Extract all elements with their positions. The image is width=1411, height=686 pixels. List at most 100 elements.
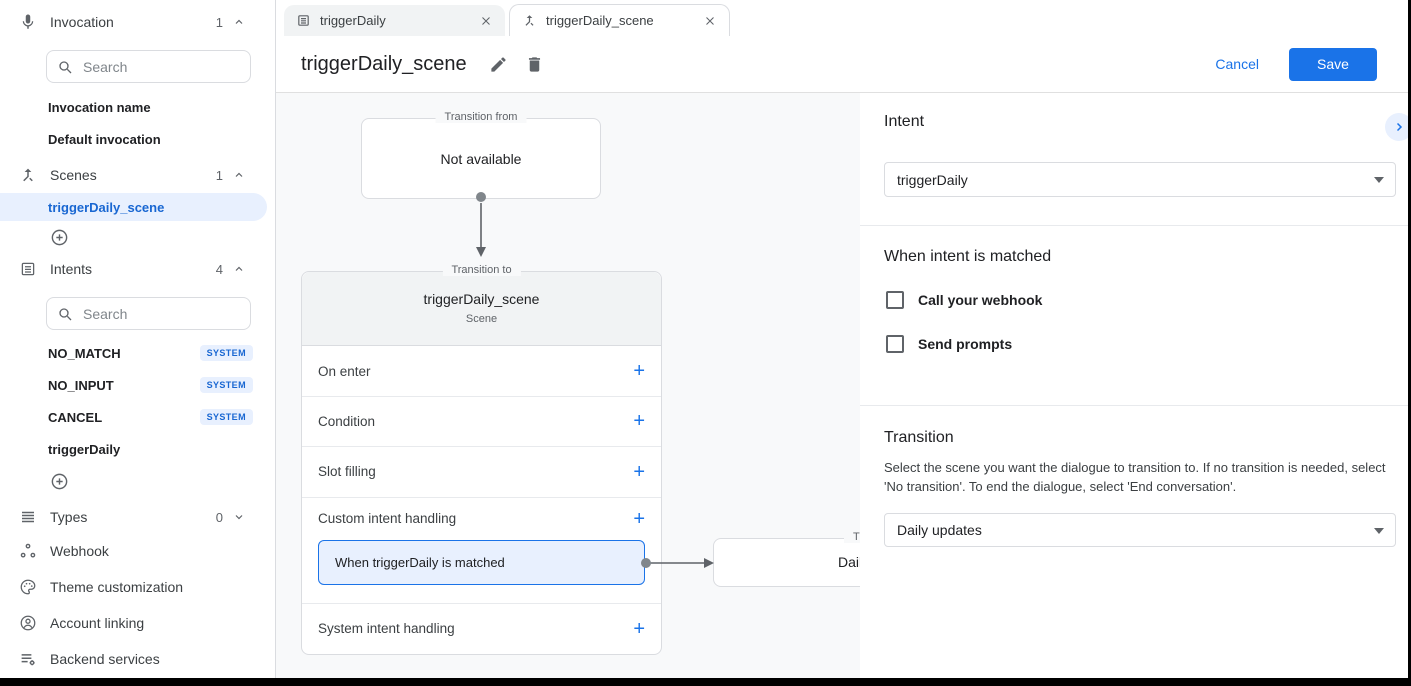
cancel-button[interactable]: Cancel (1215, 56, 1259, 72)
matched-heading: When intent is matched (884, 248, 1052, 265)
sidebar-item-cancel[interactable]: CANCEL SYSTEM (0, 401, 275, 433)
main-area: triggerDaily triggerDaily_scene triggerD… (276, 0, 1411, 678)
chevron-up-icon (235, 19, 243, 24)
transition-select[interactable]: Daily updates (884, 513, 1396, 547)
item-label: NO_MATCH (48, 345, 121, 361)
sidebar-section-types[interactable]: Types 0 (0, 505, 275, 529)
system-badge: SYSTEM (199, 345, 253, 361)
close-icon[interactable] (479, 14, 493, 28)
search-icon (59, 307, 72, 320)
add-intent-button[interactable] (0, 465, 275, 497)
transition-target-box-clipped[interactable]: Tr Dail (713, 531, 860, 587)
intent-detail-panel: Intent triggerDaily When intent is match… (860, 93, 1411, 678)
sidebar-section-intents[interactable]: Intents 4 (0, 257, 275, 281)
window-edge-right (1408, 0, 1411, 686)
tab-label: triggerDaily (320, 13, 386, 28)
scene-box-header: triggerDaily_scene Scene (302, 272, 661, 347)
collapse-panel-button[interactable] (1385, 113, 1411, 141)
system-badge: SYSTEM (199, 377, 253, 393)
section-count: 0 (215, 509, 223, 525)
connector-dot (476, 192, 486, 202)
scene-canvas: Transition from Not available Transition… (276, 93, 860, 678)
add-scene-button[interactable] (0, 221, 275, 253)
scene-row-on-enter[interactable]: On enter + (302, 346, 661, 397)
sidebar-item-default-invocation[interactable]: Default invocation (0, 123, 275, 155)
divider (860, 405, 1411, 406)
add-condition-button[interactable]: + (633, 410, 645, 433)
sidebar-item-triggerdaily-scene[interactable]: triggerDaily_scene (0, 193, 267, 221)
send-prompts-checkbox-row[interactable]: Send prompts (886, 335, 1012, 353)
chevron-up-icon (235, 172, 243, 177)
sidebar-item-theme-customization[interactable]: Theme customization (0, 569, 275, 605)
tab-triggerdaily[interactable]: triggerDaily (284, 5, 505, 36)
sidebar-item-account-linking[interactable]: Account linking (0, 605, 275, 641)
section-count: 1 (215, 14, 223, 30)
types-lines-icon (18, 507, 38, 527)
intents-list-icon (298, 15, 309, 26)
search-icon (59, 60, 72, 73)
checkbox-label: Send prompts (918, 336, 1013, 352)
close-icon[interactable] (703, 14, 717, 28)
scene-box-subtitle: Scene (465, 313, 498, 325)
sidebar-section-invocation[interactable]: Invocation 1 (0, 10, 275, 34)
tab-bar: triggerDaily triggerDaily_scene (276, 0, 1411, 36)
checkbox-unchecked[interactable] (886, 291, 904, 309)
checkbox-label: Call your webhook (918, 292, 1043, 308)
sidebar-item-backend-services[interactable]: Backend services (0, 641, 275, 677)
transition-to-legend: Transition to (442, 264, 521, 276)
system-badge: SYSTEM (199, 409, 253, 425)
sidebar-item-triggerdaily[interactable]: triggerDaily (0, 433, 275, 465)
tab-label: triggerDaily_scene (546, 13, 654, 28)
intent-select[interactable]: triggerDaily (884, 162, 1396, 197)
sidebar-section-scenes[interactable]: Scenes 1 (0, 163, 275, 187)
sidebar: Invocation 1 Invocation name Default inv… (0, 0, 276, 678)
account-circle-icon (18, 613, 38, 633)
scene-row-custom-intent-handling[interactable]: Custom intent handling + (302, 498, 661, 540)
intent-handler-chip[interactable]: When triggerDaily is matched (318, 539, 645, 585)
transition-heading: Transition (884, 429, 954, 446)
dropdown-caret-icon (1374, 177, 1384, 183)
window-edge-bottom (0, 678, 1411, 686)
section-label: Scenes (50, 167, 97, 183)
link-label: Theme customization (50, 579, 184, 595)
intents-search-input[interactable] (83, 305, 240, 322)
sidebar-item-no-match[interactable]: NO_MATCH SYSTEM (0, 337, 275, 369)
sidebar-item-invocation-name[interactable]: Invocation name (0, 91, 275, 123)
add-on-enter-button[interactable]: + (633, 360, 645, 383)
scene-box-title: triggerDaily_scene (423, 291, 540, 307)
add-custom-intent-button[interactable]: + (633, 507, 645, 530)
link-label: Account linking (50, 615, 145, 631)
add-system-intent-button[interactable]: + (633, 617, 645, 640)
link-label: Backend services (50, 651, 160, 667)
edit-pencil-icon[interactable] (489, 55, 508, 74)
item-label: CANCEL (48, 409, 103, 425)
arrow-down (476, 203, 486, 257)
intent-select-value: triggerDaily (897, 171, 968, 188)
scene-row-slot-filling[interactable]: Slot filling + (302, 447, 661, 498)
scene-merge-icon (18, 165, 38, 185)
connector-dot (641, 558, 651, 568)
invocation-search-input[interactable] (83, 58, 240, 75)
link-label: Webhook (50, 543, 109, 559)
chevron-down-icon (235, 515, 243, 520)
add-slot-filling-button[interactable]: + (633, 460, 645, 483)
tab-triggerdaily-scene[interactable]: triggerDaily_scene (509, 4, 730, 36)
section-label: Types (50, 509, 88, 525)
item-label: Invocation name (48, 99, 151, 115)
delete-trash-icon[interactable] (525, 55, 544, 74)
save-button[interactable]: Save (1289, 47, 1377, 81)
item-label: triggerDaily (48, 441, 121, 457)
backend-services-icon (18, 649, 38, 669)
scene-row-condition[interactable]: Condition + (302, 397, 661, 448)
call-webhook-checkbox-row[interactable]: Call your webhook (886, 291, 1042, 309)
sidebar-item-no-input[interactable]: NO_INPUT SYSTEM (0, 369, 275, 401)
transition-from-content: Not available (440, 151, 522, 167)
intents-search (46, 297, 251, 330)
scene-row-system-intent-handling[interactable]: System intent handling + (302, 604, 661, 654)
chevron-right-icon (1396, 122, 1403, 132)
section-count: 4 (215, 261, 223, 277)
checkbox-unchecked[interactable] (886, 335, 904, 353)
sidebar-item-webhook[interactable]: Webhook (0, 533, 275, 569)
transition-to-box: Transition to triggerDaily_scene Scene O… (301, 264, 662, 655)
